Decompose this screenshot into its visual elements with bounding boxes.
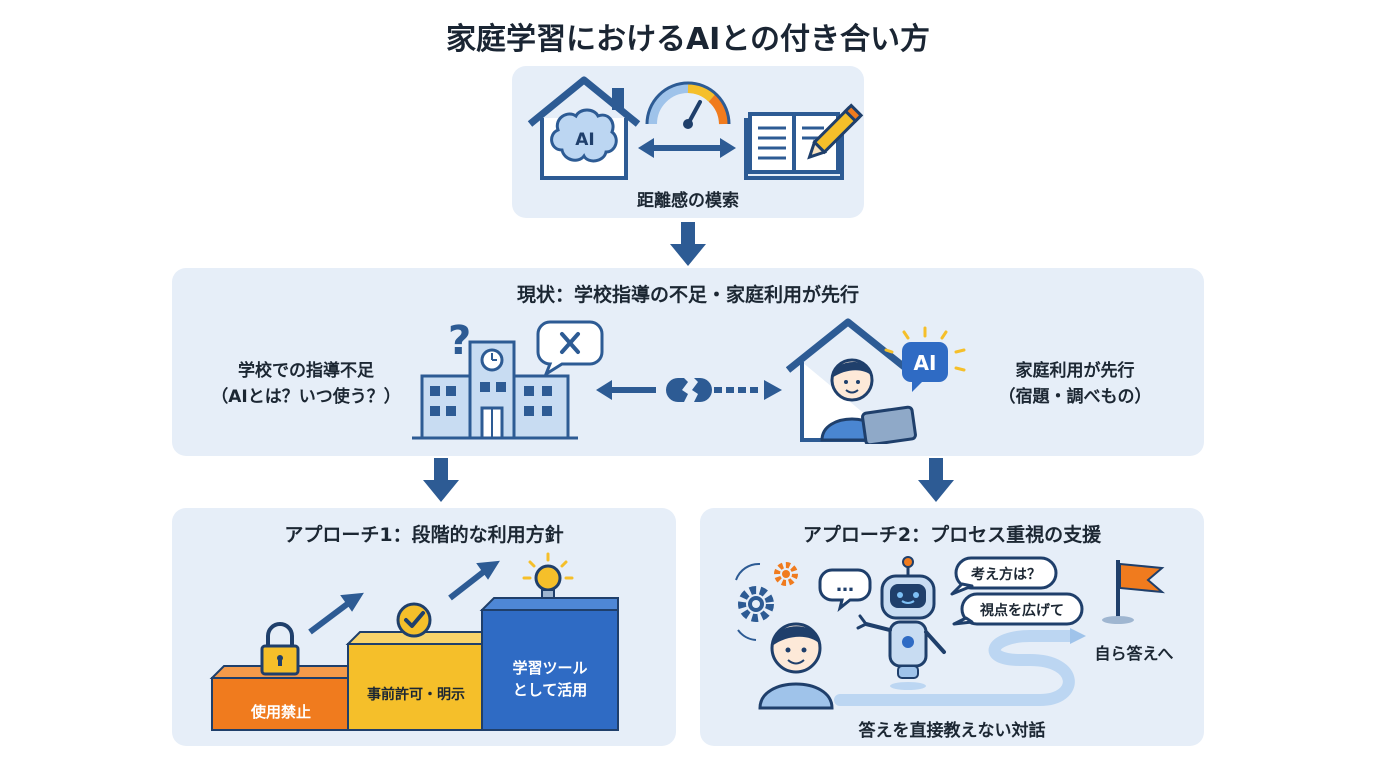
double-arrow-icon bbox=[638, 138, 736, 158]
gauge-icon bbox=[645, 81, 731, 129]
arrow-down-right bbox=[918, 458, 954, 502]
approach2-illustration: … 考え方は？ 視点を広げて bbox=[735, 556, 1166, 710]
current-heading: 現状：学校指導の不足・家庭利用が先行 bbox=[516, 284, 859, 306]
home-label-line2: （宿題・調べもの） bbox=[998, 387, 1152, 407]
speech-bubble-x-icon bbox=[536, 320, 604, 378]
school-building-icon bbox=[412, 340, 578, 440]
arrow-down-left bbox=[423, 458, 459, 502]
gear-icon bbox=[738, 586, 774, 622]
step3-label-line2: として活用 bbox=[512, 681, 588, 699]
speech-bubble-question bbox=[950, 556, 1058, 596]
broken-chain-icon bbox=[666, 378, 712, 402]
home-usage-illustration: AI bbox=[786, 318, 966, 444]
step1-label: 使用禁止 bbox=[250, 703, 311, 721]
child-icon bbox=[758, 622, 834, 710]
approach1-heading: アプローチ1：段階的な利用方針 bbox=[284, 524, 564, 546]
arrow-down-top bbox=[670, 222, 706, 266]
goal-label: 自ら答えへ bbox=[1094, 644, 1174, 663]
winding-path bbox=[834, 630, 1078, 706]
step3-label-line1: 学習ツール bbox=[512, 659, 588, 677]
step1-box bbox=[209, 665, 351, 731]
approach2-heading: アプローチ2：プロセス重視の支援 bbox=[802, 524, 1102, 546]
broken-link-arrow bbox=[596, 378, 782, 402]
gear-icon bbox=[774, 562, 798, 586]
school-label-line2: （AIとは？いつ使う？） bbox=[211, 387, 401, 407]
brain-icon: AI bbox=[550, 108, 618, 163]
robot-icon bbox=[856, 556, 946, 690]
svg-text:AI: AI bbox=[914, 351, 937, 375]
question-mark-icon: ? bbox=[448, 318, 471, 364]
page-title: 家庭学習におけるAIとの付き合い方 bbox=[445, 22, 931, 57]
svg-text:…: … bbox=[836, 575, 854, 596]
school-illustration: ? bbox=[412, 318, 604, 440]
lock-icon bbox=[260, 622, 300, 676]
check-circle-icon bbox=[396, 602, 432, 638]
ai-badge-icon: AI bbox=[884, 326, 966, 392]
top-illustration: AI bbox=[527, 76, 864, 180]
speech-bubble-dots bbox=[818, 568, 872, 612]
lightbulb-icon bbox=[522, 552, 574, 599]
book-pencil-icon bbox=[744, 103, 864, 180]
top-caption: 距離感の模索 bbox=[637, 191, 739, 211]
rising-arrow-icon bbox=[308, 560, 500, 635]
step2-box bbox=[345, 631, 485, 731]
svg-text:視点を広げて: 視点を広げて bbox=[979, 602, 1064, 619]
approach1-steps bbox=[209, 552, 619, 731]
flag-icon bbox=[1102, 560, 1166, 624]
approach2-caption: 答えを直接教えない対話 bbox=[858, 721, 1046, 741]
current-panel bbox=[172, 268, 1204, 456]
svg-text:AI: AI bbox=[575, 130, 594, 150]
speech-bubble-perspective bbox=[952, 592, 1084, 626]
step2-label: 事前許可・明示 bbox=[367, 687, 465, 703]
school-label-line1: 学校での指導不足 bbox=[238, 361, 374, 381]
step3-box bbox=[479, 597, 619, 731]
home-label-line1: 家庭利用が先行 bbox=[1015, 361, 1135, 381]
svg-text:考え方は？: 考え方は？ bbox=[971, 566, 1041, 583]
tablet-icon bbox=[861, 405, 917, 444]
